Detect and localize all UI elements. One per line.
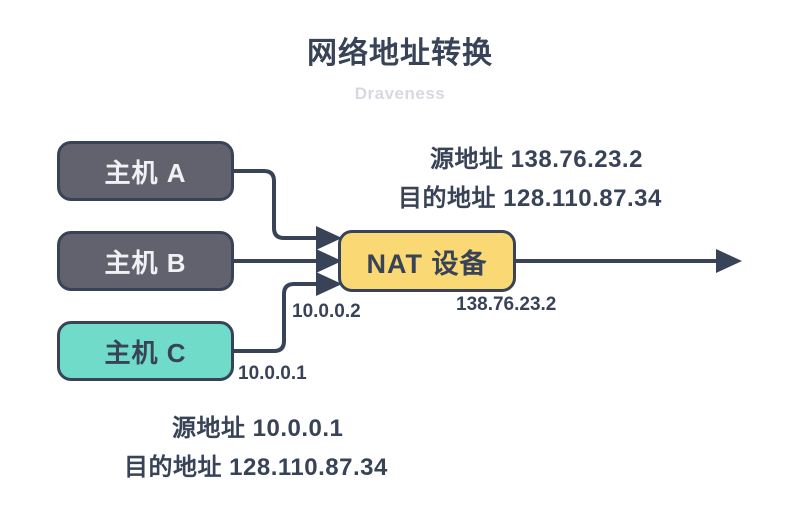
node-host-b-label: 主机 B (104, 247, 187, 278)
wire-host-a-to-nat (234, 169, 342, 250)
wire-host-c-to-nat (234, 272, 342, 353)
label-host-c-ip: 10.0.0.1 (238, 363, 307, 384)
packet-inbound-source: 源地址 10.0.0.1 (172, 415, 344, 442)
page-subtitle: Draveness (354, 84, 446, 103)
node-host-c[interactable]: 主机 C (57, 321, 234, 381)
node-host-b[interactable]: 主机 B (57, 231, 234, 291)
node-host-a-label: 主机 A (104, 157, 187, 188)
label-host-a-ip: 10.0.0.2 (292, 301, 361, 322)
packet-inbound-destination: 目的地址 128.110.87.34 (124, 454, 388, 481)
node-nat-device[interactable]: NAT 设备 (338, 230, 516, 292)
packet-outbound-source: 源地址 138.76.23.2 (430, 146, 643, 173)
page-title: 网络地址转换 (307, 37, 493, 70)
node-host-a[interactable]: 主机 A (57, 141, 234, 201)
node-nat-device-label: NAT 设备 (366, 248, 488, 279)
packet-outbound-destination: 目的地址 128.110.87.34 (398, 185, 662, 212)
node-host-c-label: 主机 C (104, 337, 187, 368)
label-nat-public-ip: 138.76.23.2 (456, 294, 557, 315)
